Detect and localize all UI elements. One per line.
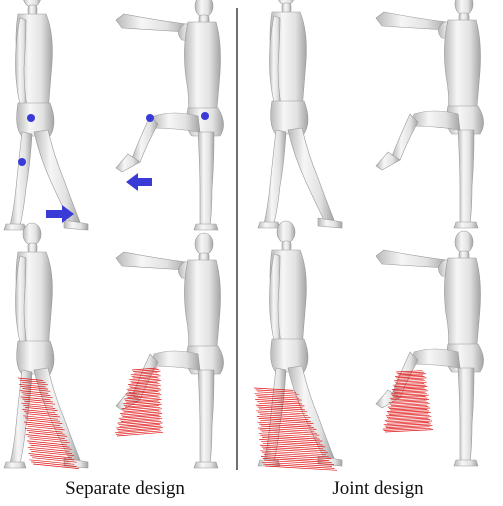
- joint-marker: [201, 112, 209, 120]
- force-line: [116, 431, 161, 435]
- kicking-figure: [376, 0, 484, 228]
- panel-joint-bottom: [254, 221, 484, 470]
- force-line: [28, 447, 70, 451]
- panel-separate-bottom: [4, 223, 224, 469]
- joint-marker: [146, 114, 154, 122]
- walking-figure: [4, 223, 88, 468]
- force-line: [119, 421, 161, 424]
- kicking-figure: [116, 233, 224, 468]
- left-arrow-icon: [126, 173, 152, 191]
- walking-figure: [258, 0, 342, 228]
- force-line: [120, 417, 161, 420]
- caption-joint-design: Joint design: [332, 478, 423, 500]
- joint-marker: [18, 158, 26, 166]
- force-line: [259, 418, 311, 421]
- force-line: [29, 454, 73, 458]
- force-line: [123, 407, 161, 410]
- walking-figure: [4, 0, 88, 230]
- panel-separate-top: [4, 0, 224, 230]
- walking-figure: [258, 221, 342, 466]
- kicking-figure: [376, 231, 484, 466]
- force-line: [117, 432, 163, 436]
- force-line: [259, 424, 314, 427]
- caption-separate-design: Separate design: [65, 478, 185, 500]
- force-line: [117, 426, 161, 430]
- joint-marker: [27, 114, 35, 122]
- force-line: [260, 430, 317, 433]
- panel-joint-top: [258, 0, 484, 228]
- force-line: [121, 412, 160, 415]
